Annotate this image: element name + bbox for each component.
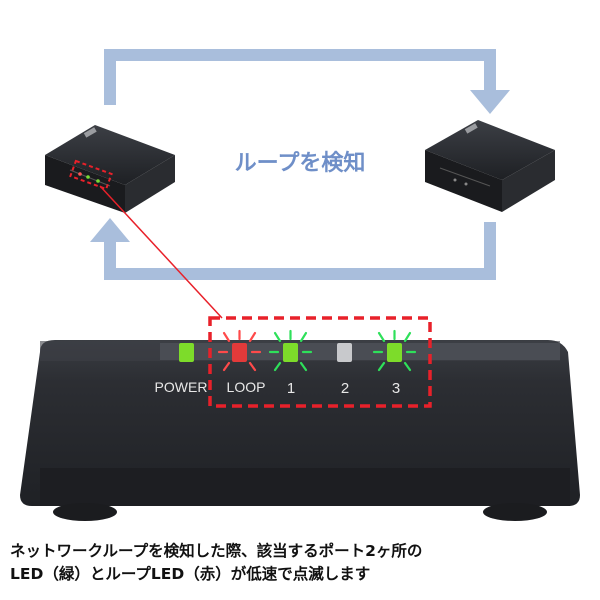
power-led	[179, 343, 194, 362]
caption-line-2: LED（緑）とループLED（赤）が低速で点滅します	[10, 565, 371, 583]
left-switch-highlight	[69, 159, 113, 191]
arrow-head-down	[470, 90, 510, 114]
loop-led-label: LOOP	[227, 379, 266, 395]
port3-led-blink-marks	[372, 329, 417, 372]
right-switch	[425, 120, 555, 212]
bottom-loop-arrow	[104, 222, 496, 280]
switch-closeup	[20, 340, 580, 521]
port2-led-label: 2	[341, 380, 349, 397]
left-switch	[45, 125, 175, 213]
arrow-head-up	[90, 218, 130, 242]
port1-led	[283, 343, 298, 362]
rubber-foot-left	[53, 503, 117, 521]
port3-led	[387, 343, 402, 362]
loop-arrows	[104, 49, 496, 280]
callout-line	[99, 185, 223, 319]
caption: ネットワークループを検知した際、該当するポート2ヶ所の LED（緑）とループLE…	[10, 540, 595, 586]
port3-led-label: 3	[392, 380, 400, 397]
caption-line-1: ネットワークループを検知した際、該当するポート2ヶ所の	[10, 542, 423, 560]
loop-led	[232, 343, 247, 362]
led-highlight-box	[208, 316, 432, 408]
port2-led	[337, 343, 352, 362]
status-leds	[179, 343, 402, 362]
loop-detect-label: ループを検知	[235, 150, 366, 176]
rubber-foot-right	[483, 503, 547, 521]
power-led-label: POWER	[155, 379, 208, 395]
loop-led-blink-marks	[217, 329, 262, 372]
port1-led-label: 1	[287, 380, 295, 397]
port1-led-blink-marks	[268, 329, 313, 372]
top-loop-arrow	[104, 49, 496, 105]
